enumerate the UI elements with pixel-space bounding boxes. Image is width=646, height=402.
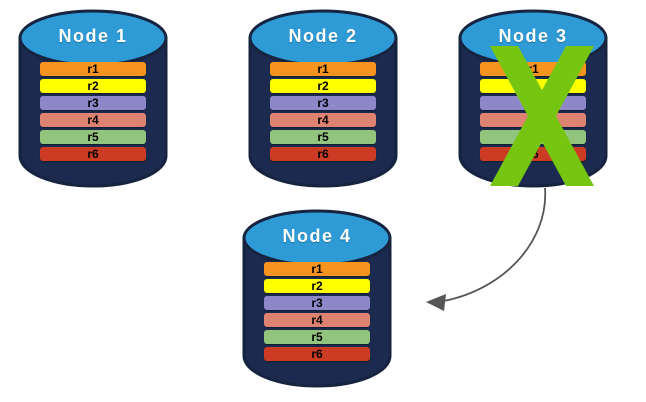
row-r5-label: r5 bbox=[527, 130, 539, 144]
row-r2[interactable]: r2 bbox=[40, 79, 146, 93]
node-3-rows: r1 r2 r3 r4 r5 r6 bbox=[458, 62, 608, 161]
row-r6-label: r6 bbox=[317, 147, 329, 161]
row-r6[interactable]: r6 bbox=[270, 147, 376, 161]
row-r4[interactable]: r4 bbox=[40, 113, 146, 127]
row-r4-label: r4 bbox=[311, 313, 323, 327]
row-r2-label: r2 bbox=[87, 79, 99, 93]
row-r5[interactable]: r5 bbox=[40, 130, 146, 144]
row-r5-label: r5 bbox=[87, 130, 99, 144]
row-r1-label: r1 bbox=[311, 262, 323, 276]
row-r3[interactable]: r3 bbox=[480, 96, 586, 110]
row-r3-label: r3 bbox=[317, 96, 329, 110]
row-r6[interactable]: r6 bbox=[480, 147, 586, 161]
row-r5-label: r5 bbox=[311, 330, 323, 344]
row-r2[interactable]: r2 bbox=[264, 279, 370, 293]
row-r1-label: r1 bbox=[527, 62, 539, 76]
row-r3-label: r3 bbox=[311, 296, 323, 310]
row-r5[interactable]: r5 bbox=[270, 130, 376, 144]
row-r2-label: r2 bbox=[317, 79, 329, 93]
row-r2-label: r2 bbox=[311, 279, 323, 293]
recovery-arrow-path bbox=[437, 187, 546, 303]
row-r3[interactable]: r3 bbox=[270, 96, 376, 110]
row-r5[interactable]: r5 bbox=[264, 330, 370, 344]
row-r3[interactable]: r3 bbox=[264, 296, 370, 310]
node-3[interactable]: Node 3 r1 r2 r3 r4 r5 r6 bbox=[458, 8, 608, 188]
row-r6-label: r6 bbox=[87, 147, 99, 161]
row-r6[interactable]: r6 bbox=[40, 147, 146, 161]
row-r3[interactable]: r3 bbox=[40, 96, 146, 110]
row-r4[interactable]: r4 bbox=[264, 313, 370, 327]
row-r4-label: r4 bbox=[317, 113, 329, 127]
node-1[interactable]: Node 1 r1 r2 r3 r4 r5 r6 bbox=[18, 8, 168, 188]
node-2-rows: r1 r2 r3 r4 r5 r6 bbox=[248, 62, 398, 161]
row-r1-label: r1 bbox=[87, 62, 99, 76]
row-r4-label: r4 bbox=[527, 113, 539, 127]
row-r2[interactable]: r2 bbox=[480, 79, 586, 93]
row-r6-label: r6 bbox=[311, 347, 323, 361]
recovery-arrowhead-icon bbox=[426, 294, 446, 311]
node-1-rows: r1 r2 r3 r4 r5 r6 bbox=[18, 62, 168, 161]
row-r3-label: r3 bbox=[87, 96, 99, 110]
row-r6-label: r6 bbox=[527, 147, 539, 161]
row-r1[interactable]: r1 bbox=[270, 62, 376, 76]
node-4-rows: r1 r2 r3 r4 r5 r6 bbox=[242, 262, 392, 361]
row-r1-label: r1 bbox=[317, 62, 329, 76]
row-r6[interactable]: r6 bbox=[264, 347, 370, 361]
row-r3-label: r3 bbox=[527, 96, 539, 110]
row-r4[interactable]: r4 bbox=[270, 113, 376, 127]
row-r4-label: r4 bbox=[87, 113, 99, 127]
node-2[interactable]: Node 2 r1 r2 r3 r4 r5 r6 bbox=[248, 8, 398, 188]
row-r1[interactable]: r1 bbox=[480, 62, 586, 76]
row-r5[interactable]: r5 bbox=[480, 130, 586, 144]
row-r2[interactable]: r2 bbox=[270, 79, 376, 93]
node-4[interactable]: Node 4 r1 r2 r3 r4 r5 r6 bbox=[242, 208, 392, 388]
row-r5-label: r5 bbox=[317, 130, 329, 144]
row-r4[interactable]: r4 bbox=[480, 113, 586, 127]
row-r1[interactable]: r1 bbox=[40, 62, 146, 76]
row-r2-label: r2 bbox=[527, 79, 539, 93]
row-r1[interactable]: r1 bbox=[264, 262, 370, 276]
